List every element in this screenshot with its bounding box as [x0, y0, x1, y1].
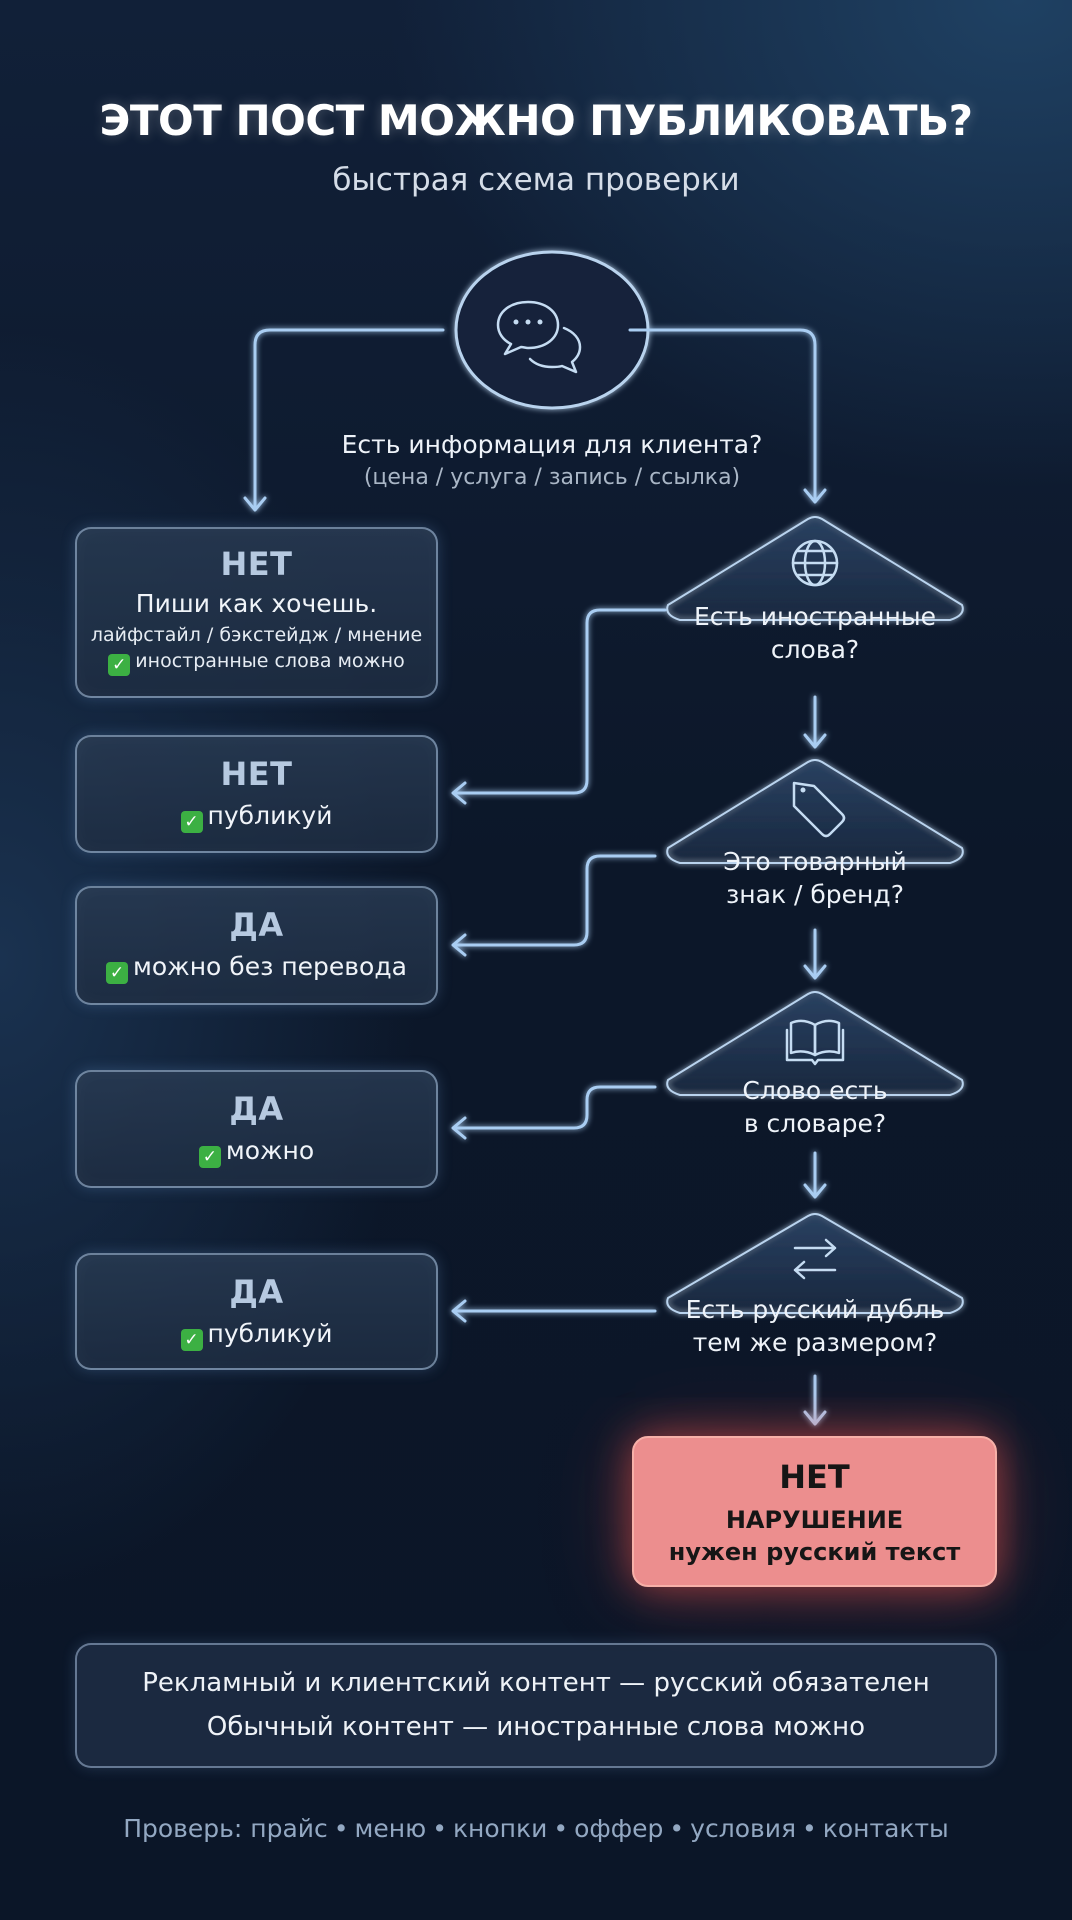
rule-note-box: Рекламный и клиентский контент — русский…: [75, 1643, 997, 1768]
outcome-box-russian-duplicate: ДА ✓публикуй: [75, 1253, 438, 1370]
decision-line: тем же размером?: [692, 1328, 938, 1357]
connector-d2-yes: [453, 854, 657, 947]
outcome-check-line: ✓публикуй: [77, 1319, 436, 1351]
check-mark-icon: ✓: [180, 811, 203, 833]
outcome-box-in-dictionary: ДА ✓можно: [75, 1070, 438, 1188]
decision-3-text: Слово есть в словаре?: [655, 1074, 975, 1140]
arrowhead: [243, 496, 267, 512]
outcome-check-text: иностранные слова можно: [135, 650, 405, 672]
arrowhead: [803, 964, 827, 980]
outcome-check-line: ✓иностранные слова можно: [77, 650, 436, 676]
footer-prefix: Проверь:: [123, 1814, 243, 1843]
start-question: Есть информация для клиента? (цена / усл…: [240, 428, 864, 494]
decision-line: в словаре?: [743, 1109, 887, 1138]
tag-icon: [792, 781, 846, 838]
bullet-separator: •: [333, 1814, 349, 1843]
arrowhead: [803, 733, 827, 749]
check-mark-icon: ✓: [106, 962, 129, 984]
outcome-box-no-info: НЕТ Пиши как хочешь. лайфстайл / бэкстей…: [75, 527, 438, 698]
outcome-label: НЕТ: [220, 755, 293, 793]
decision-1-text: Есть иностранные слова?: [655, 600, 975, 666]
page-title: ЭТОТ ПОСТ МОЖНО ПУБЛИКОВАТЬ?: [99, 96, 973, 145]
page-subtitle: быстрая схема проверки: [332, 162, 740, 198]
arrowhead: [803, 1183, 827, 1199]
rule-note-line: Рекламный и клиентский контент — русский…: [142, 1668, 930, 1698]
outcome-box-trademark: ДА ✓можно без перевода: [75, 886, 438, 1005]
arrowhead: [803, 1410, 827, 1426]
outcome-check-text: публикуй: [207, 1319, 333, 1348]
outcome-box-no-foreign: НЕТ ✓публикуй: [75, 735, 438, 853]
arrowhead: [451, 781, 467, 805]
connector-has-info: [628, 328, 817, 502]
start-question-hint: (цена / услуга / запись / ссылка): [363, 465, 741, 490]
violation-text: нужен русский текст: [668, 1538, 961, 1566]
globe-icon: [791, 539, 839, 587]
connector-no-info: [253, 328, 445, 510]
decision-4-text: Есть русский дубль тем же размером?: [655, 1293, 975, 1359]
violation-box: НЕТ НАРУШЕНИЕ нужен русский текст: [632, 1436, 997, 1587]
decision-diamond-2: [666, 759, 964, 864]
start-question-text: Есть информация для клиента?: [341, 430, 763, 459]
decision-line: знак / бренд?: [726, 880, 904, 909]
decision-2-text: Это товарный знак / бренд?: [655, 845, 975, 911]
chat-bubbles-icon: [496, 300, 582, 374]
decision-line: Есть русский дубль: [685, 1295, 945, 1324]
check-mark-icon: ✓: [108, 654, 131, 676]
arrowhead: [451, 1116, 467, 1140]
decision-line: слова?: [770, 635, 860, 664]
decision-line: Есть иностранные: [694, 602, 936, 631]
footer-item: контакты: [822, 1814, 949, 1843]
outcome-check-text: публикуй: [207, 801, 333, 830]
arrowhead: [803, 488, 827, 504]
arrowhead: [451, 1299, 467, 1323]
outcome-label: ДА: [229, 906, 284, 944]
start-node-circle: [454, 250, 650, 410]
outcome-label: НЕТ: [220, 545, 293, 583]
arrowhead: [451, 933, 467, 957]
check-mark-icon: ✓: [198, 1146, 221, 1168]
outcome-check-line: ✓публикуй: [77, 801, 436, 833]
bullet-separator: •: [669, 1814, 685, 1843]
outcome-check-text: можно без перевода: [133, 952, 407, 981]
decision-diamond-4: [666, 1213, 964, 1314]
rule-note-line: Обычный контент — иностранные слова можн…: [206, 1712, 866, 1742]
outcome-check-line: ✓можно без перевода: [77, 952, 436, 984]
decision-diamond-1: [666, 516, 964, 621]
bullet-separator: •: [553, 1814, 569, 1843]
footer-item: условия: [690, 1814, 797, 1843]
bullet-separator: •: [802, 1814, 817, 1843]
outcome-main-text: Пиши как хочешь.: [135, 589, 378, 618]
bullet-separator: •: [432, 1814, 447, 1843]
footer-item: оффер: [574, 1814, 664, 1843]
footer-item: кнопки: [452, 1814, 548, 1843]
outcome-check-text: можно: [225, 1136, 315, 1165]
connector-d3-yes: [453, 1085, 657, 1130]
outcome-check-line: ✓можно: [77, 1136, 436, 1168]
outcome-label: ДА: [229, 1273, 284, 1311]
outcome-label: ДА: [229, 1090, 284, 1128]
outcome-sub-text: лайфстайл / бэкстейдж / мнение: [90, 624, 423, 646]
violation-title: НАРУШЕНИЕ: [725, 1506, 904, 1534]
check-mark-icon: ✓: [180, 1329, 203, 1351]
decision-line: Слово есть: [742, 1076, 888, 1105]
decision-line: Это товарный: [723, 847, 907, 876]
footer-item: прайс: [250, 1814, 328, 1843]
swap-arrows-icon: [793, 1238, 837, 1280]
book-icon: [785, 1019, 845, 1066]
connector-d1-no: [453, 608, 667, 795]
violation-label: НЕТ: [779, 1458, 850, 1496]
footer-checklist: Проверь: прайс•меню•кнопки•оффер•условия…: [0, 1814, 1072, 1843]
footer-item: меню: [354, 1814, 427, 1843]
